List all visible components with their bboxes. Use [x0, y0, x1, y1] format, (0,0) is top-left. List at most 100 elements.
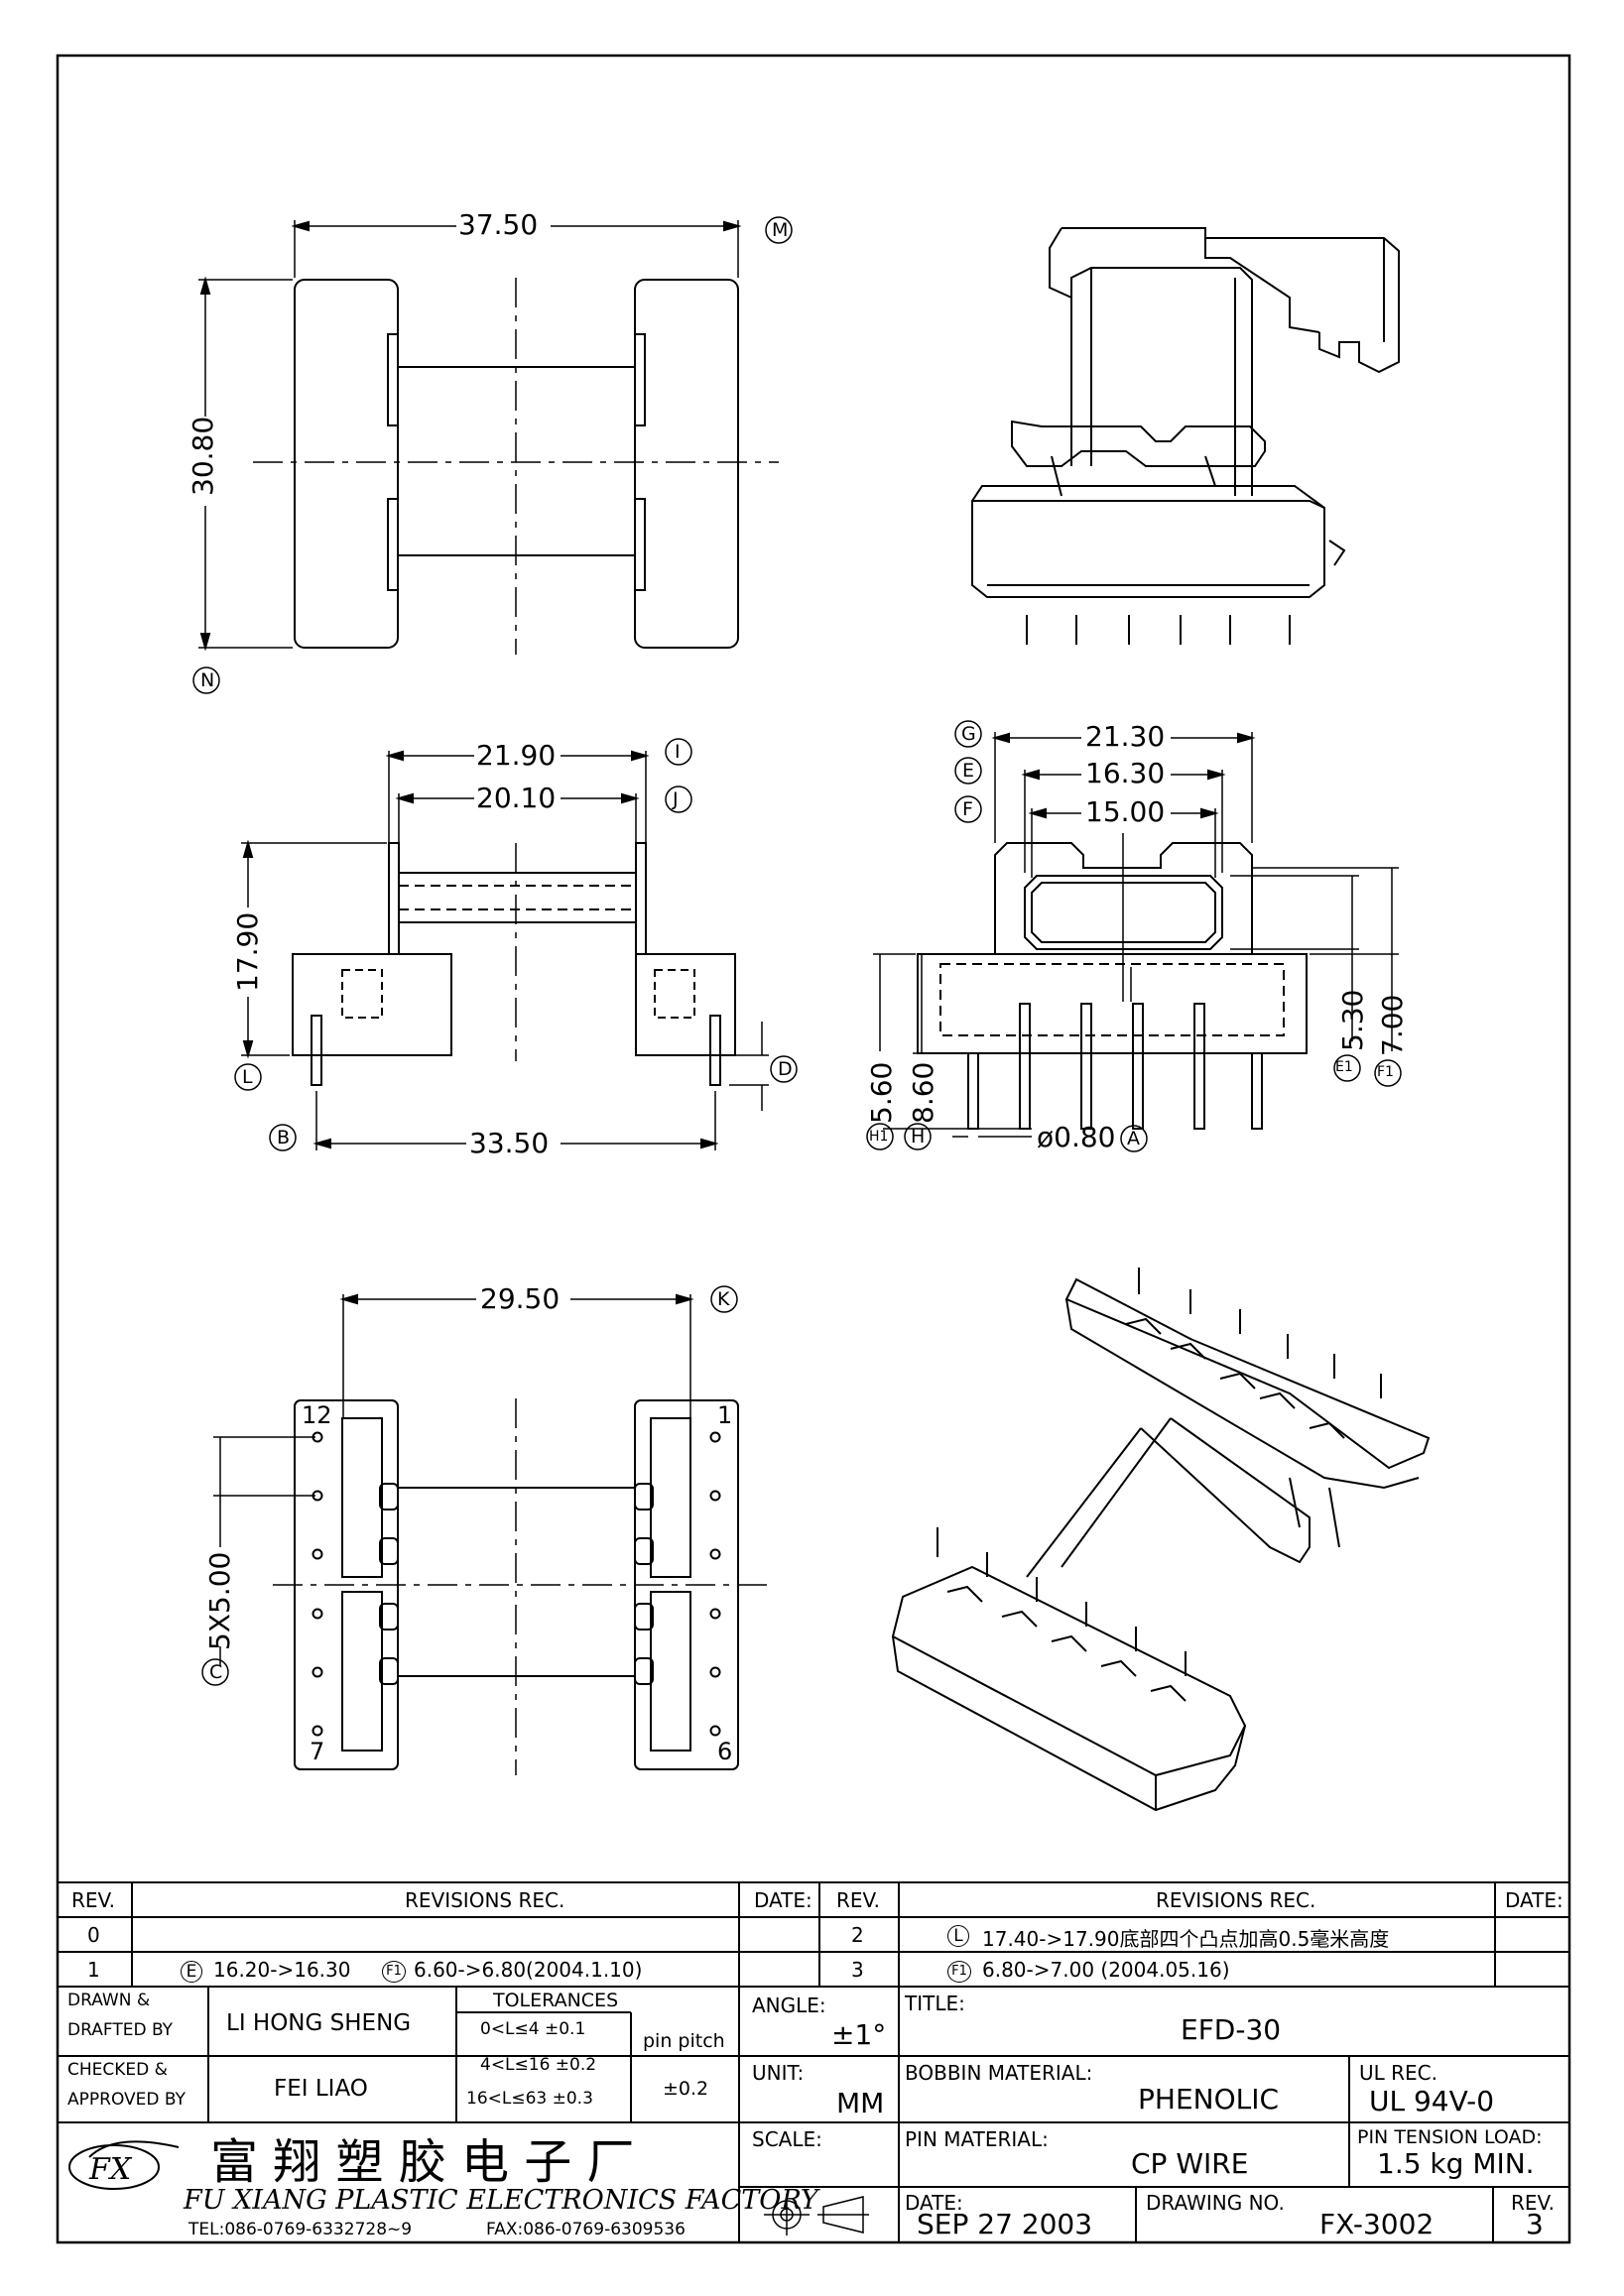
drawn-label-2: DRAFTED BY: [67, 2020, 174, 2040]
isometric-view-top: [971, 227, 1400, 645]
pin-pitch-value: ±0.2: [663, 2078, 709, 2100]
title-value: EFD-30: [1181, 2013, 1282, 2046]
ul-rec-value: UL 94V-0: [1369, 2085, 1495, 2117]
front-view: [234, 738, 798, 1151]
dim-bottom-width: 29.50: [480, 1282, 561, 1315]
label-j: J: [673, 788, 679, 810]
unit-label: UNIT:: [752, 2061, 805, 2085]
label-i: I: [675, 741, 681, 763]
date-header: DATE:: [754, 1888, 812, 1912]
rev-3-tag: F1: [947, 1961, 971, 1983]
tolerances-header: TOLERANCES: [493, 1990, 619, 2011]
rev-label: REV.: [1511, 2191, 1555, 2215]
rev-3-text: 6.80->7.00 (2004.05.16): [982, 1958, 1230, 1982]
pin-material-label: PIN MATERIAL:: [905, 2127, 1049, 2151]
rev-1-text-2: 6.60->6.80(2004.1.10): [414, 1958, 643, 1982]
dim-front-pins: 33.50: [469, 1127, 550, 1159]
side-view: [866, 720, 1402, 1152]
label-m: M: [772, 219, 789, 241]
bobbin-material-value: PHENOLIC: [1138, 2083, 1280, 2115]
company-name-chinese: 富 翔 塑 胶 电 子 厂: [210, 2134, 635, 2190]
drawn-by: LI HONG SHENG: [226, 2010, 412, 2036]
label-e1: E1: [1335, 1059, 1353, 1075]
pin-6-label: 6: [717, 1738, 733, 1765]
ul-rec-label: UL REC.: [1359, 2061, 1437, 2085]
pin-pitch-label: pin pitch: [643, 2030, 725, 2052]
label-n: N: [200, 669, 215, 691]
tolerance-1: 0<L≤4 ±0.1: [480, 2019, 586, 2039]
top-view: [192, 216, 793, 694]
angle-label: ANGLE:: [752, 1994, 826, 2017]
dim-side-h2: 7.00: [1376, 994, 1409, 1056]
bottom-view: [201, 1285, 769, 1775]
date-value: SEP 27 2003: [917, 2208, 1093, 2240]
pin-tension-value: 1.5 kg MIN.: [1377, 2147, 1535, 2180]
dim-side-f: 15.00: [1085, 795, 1166, 828]
logo-icon: [68, 2144, 160, 2190]
dim-side-e: 16.30: [1085, 757, 1166, 789]
dim-height-top: 30.80: [187, 416, 219, 496]
scale-label: SCALE:: [752, 2127, 822, 2151]
dim-side-g: 21.30: [1085, 720, 1166, 753]
label-f1: F1: [1377, 1064, 1394, 1080]
tolerance-2: 4<L≤16 ±0.2: [480, 2055, 597, 2075]
rev-value: 3: [1526, 2208, 1544, 2240]
label-g: G: [961, 723, 976, 745]
drawn-label-1: DRAWN &: [67, 1991, 151, 2010]
rev-2-tag: L: [947, 1925, 969, 1947]
pin-7-label: 7: [310, 1738, 325, 1765]
title-block: [57, 1881, 1570, 2243]
pin-1-label: 1: [717, 1401, 733, 1429]
pin-tension-label: PIN TENSION LOAD:: [1357, 2126, 1543, 2148]
rev-0: 0: [87, 1923, 100, 1947]
bobbin-material-label: BOBBIN MATERIAL:: [905, 2061, 1093, 2085]
rev-1-tag-1: E: [181, 1961, 202, 1983]
revisions-header: REVISIONS REC.: [405, 1888, 565, 1912]
pin-material-value: CP WIRE: [1131, 2147, 1249, 2180]
checked-label-1: CHECKED &: [67, 2060, 168, 2080]
label-h: H: [911, 1126, 926, 1148]
label-k: K: [717, 1288, 730, 1310]
date-header-2: DATE:: [1505, 1888, 1563, 1912]
label-c: C: [209, 1661, 223, 1683]
company-tel: TEL:086-0769-6332728~9: [188, 2220, 413, 2239]
rev-1-tag-2: F1: [382, 1961, 406, 1983]
label-e: E: [962, 760, 975, 782]
dim-width-top: 37.50: [458, 208, 539, 241]
checked-by: FEI LIAO: [274, 2076, 368, 2102]
rev-3: 3: [851, 1958, 864, 1982]
drawing-no-value: FX-3002: [1319, 2208, 1435, 2240]
dim-front-h: 17.90: [231, 911, 264, 992]
rev-1-text-1: 16.20->16.30: [213, 1958, 351, 1982]
revisions-header-2: REVISIONS REC.: [1156, 1888, 1316, 1912]
rev-header: REV.: [71, 1888, 115, 1912]
label-h1: H1: [869, 1129, 889, 1145]
dim-front-w1: 21.90: [476, 739, 557, 772]
company-logo-text: FX: [89, 2152, 132, 2187]
label-b: B: [277, 1127, 291, 1148]
dim-side-v1: 5.60: [865, 1061, 898, 1124]
unit-value: MM: [836, 2087, 885, 2119]
rev-header-2: REV.: [836, 1888, 880, 1912]
rev-2-text: 17.40->17.90底部四个凸点加高0.5毫米高度: [982, 1927, 1390, 1951]
sheet-border: [56, 54, 1571, 2244]
company-fax: FAX:086-0769-6309536: [486, 2220, 686, 2239]
angle-value: ±1°: [831, 2018, 887, 2051]
rev-1: 1: [87, 1958, 100, 1982]
isometric-view-bottom: [891, 1268, 1431, 1812]
dim-front-w2: 20.10: [476, 782, 557, 814]
dim-bottom-pitch: 5X5.00: [203, 1551, 236, 1650]
dim-side-h1: 5.30: [1336, 989, 1369, 1051]
label-l: L: [242, 1066, 253, 1088]
company-name-english: FU XIANG PLASTIC ELECTRONICS FACTORY: [184, 2185, 818, 2216]
dim-side-v2: 8.60: [907, 1061, 939, 1124]
pin-12-label: 12: [302, 1401, 332, 1429]
checked-label-2: APPROVED BY: [67, 2090, 187, 2110]
drawing-no-label: DRAWING NO.: [1146, 2191, 1285, 2215]
label-a: A: [1127, 1128, 1140, 1149]
tolerance-3: 16<L≤63 ±0.3: [466, 2089, 593, 2109]
label-d: D: [778, 1058, 793, 1080]
title-label: TITLE:: [905, 1992, 965, 2015]
rev-2: 2: [851, 1923, 864, 1947]
